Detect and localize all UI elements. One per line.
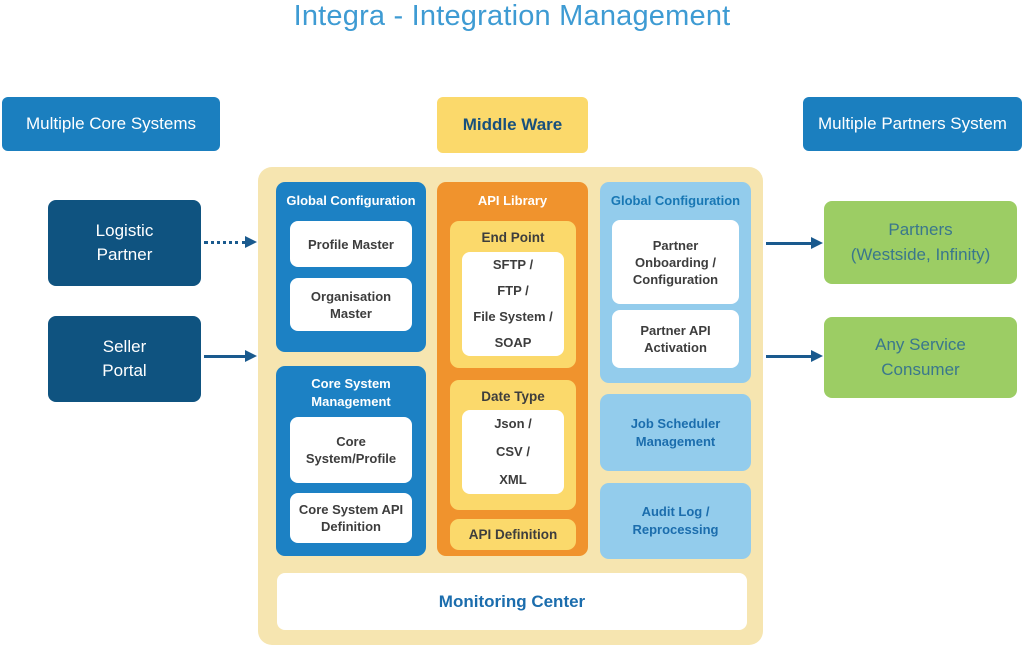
arrow-head bbox=[245, 350, 257, 362]
arrow-shaft bbox=[204, 355, 246, 358]
box-monitoring-center: Monitoring Center bbox=[277, 573, 747, 630]
box-partner-api-activation: Partner API Activation bbox=[612, 310, 739, 368]
panel-global-configuration-core-title: Global Configuration bbox=[286, 193, 416, 208]
box-partner-onboarding-configuration: Partner Onboarding / Configuration bbox=[612, 220, 739, 304]
endpoint-line: File System / bbox=[473, 309, 553, 324]
box-profile-master: Profile Master bbox=[290, 221, 412, 267]
box-api-definition: API Definition bbox=[450, 519, 576, 550]
box-audit-log-reprocessing: Audit Log / Reprocessing bbox=[600, 483, 751, 559]
panel-global-configuration-partner-title: Global Configuration bbox=[610, 193, 741, 208]
box-organisation-master-label: Organisation Master bbox=[310, 288, 392, 321]
arrow-head bbox=[811, 350, 823, 362]
page-title: Integra - Integration Management bbox=[293, 0, 731, 32]
panel-api-library-title: API Library bbox=[477, 193, 548, 208]
arrow-shaft bbox=[766, 242, 812, 245]
group-end-point: End Point SFTP / FTP / File System / SOA… bbox=[450, 221, 576, 368]
panel-core-system-management-title: Core System Management bbox=[311, 376, 391, 409]
box-core-system-api-definition-label: Core System API Definition bbox=[298, 502, 404, 534]
panel-global-configuration-partner: Global Configuration Partner Onboarding … bbox=[600, 182, 751, 383]
box-partner-api-activation-label: Partner API Activation bbox=[640, 323, 711, 355]
box-endpoint-protocols: SFTP / FTP / File System / SOAP bbox=[462, 252, 564, 356]
header-middle-ware: Middle Ware bbox=[437, 97, 588, 153]
arrow-head bbox=[245, 236, 257, 248]
date-type-line: Json / bbox=[494, 416, 532, 431]
panel-core-system-management: Core System Management Core System/Profi… bbox=[276, 366, 426, 556]
middleware-container: Global Configuration Profile Master Orga… bbox=[258, 167, 763, 645]
group-date-type: Date Type Json / CSV / XML bbox=[450, 380, 576, 510]
panel-global-configuration-core: Global Configuration Profile Master Orga… bbox=[276, 182, 426, 352]
date-type-line: XML bbox=[499, 472, 527, 487]
box-audit-log-reprocessing-label: Audit Log / Reprocessing bbox=[632, 504, 719, 537]
box-seller-portal: Seller Portal bbox=[48, 316, 201, 402]
box-logistic-partner: Logistic Partner bbox=[48, 200, 201, 286]
box-any-service-consumer: Any Service Consumer bbox=[824, 317, 1017, 398]
date-type-line: CSV / bbox=[496, 444, 530, 459]
box-job-scheduler-management-label: Job Scheduler Management bbox=[630, 415, 721, 449]
box-core-system-api-definition: Core System API Definition bbox=[290, 493, 412, 543]
box-partner-onboarding-configuration-label: Partner Onboarding / Configuration bbox=[632, 237, 719, 287]
box-date-type-formats: Json / CSV / XML bbox=[462, 410, 564, 494]
endpoint-line: SOAP bbox=[494, 335, 532, 350]
box-any-service-consumer-label: Any Service Consumer bbox=[875, 335, 966, 379]
group-date-type-title: Date Type bbox=[481, 389, 545, 404]
group-end-point-title: End Point bbox=[481, 230, 545, 245]
arrow-head bbox=[811, 237, 823, 249]
partners-line: Partners bbox=[888, 220, 953, 240]
box-organisation-master: Organisation Master bbox=[290, 278, 412, 331]
partners-line: (Westside, Infinity) bbox=[850, 244, 991, 264]
box-job-scheduler-management: Job Scheduler Management bbox=[600, 394, 751, 471]
arrow-shaft bbox=[204, 241, 246, 244]
header-multiple-core-systems: Multiple Core Systems bbox=[2, 97, 220, 151]
box-core-system-profile: Core System/Profile bbox=[290, 417, 412, 483]
endpoint-line: SFTP / bbox=[492, 257, 534, 272]
box-core-system-profile-label: Core System/Profile bbox=[305, 434, 397, 466]
box-partners-westside-infinity: Partners (Westside, Infinity) bbox=[824, 201, 1017, 284]
panel-api-library: API Library End Point SFTP / FTP / File … bbox=[437, 182, 588, 556]
arrow-shaft bbox=[766, 355, 812, 358]
box-logistic-partner-label: Logistic Partner bbox=[95, 220, 154, 264]
box-seller-portal-label: Seller Portal bbox=[102, 336, 147, 380]
header-multiple-partners-system: Multiple Partners System bbox=[803, 97, 1022, 151]
endpoint-line: FTP / bbox=[497, 283, 529, 298]
